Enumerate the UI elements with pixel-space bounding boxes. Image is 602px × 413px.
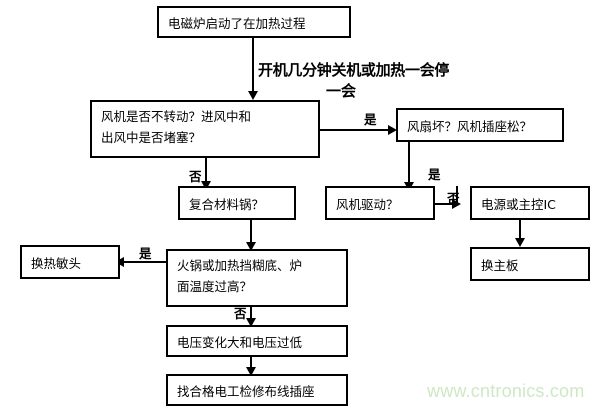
edge-label-fan-drive-yes: 是 bbox=[428, 167, 441, 182]
headline-symptom-line2: 一会 bbox=[326, 82, 357, 100]
node-start: 电磁炉启动了在加热过程 bbox=[157, 6, 351, 38]
node-fan-broken: 风扇坏？风机插座松？ bbox=[396, 108, 564, 142]
edge-fan-check-yes bbox=[320, 129, 393, 131]
edge-label-overheat-yes: 是 bbox=[139, 246, 152, 261]
edge-fan-drive-no bbox=[435, 203, 458, 205]
node-fan-check: 风机是否不转动？进风中和 出风中是否堵塞？ bbox=[90, 100, 320, 158]
edge-overheat-no bbox=[250, 307, 252, 324]
edge-fan-broken-to-fan-drive bbox=[408, 142, 410, 186]
arrow-fan-check-no bbox=[201, 181, 211, 190]
node-thermistor: 换热敏头 bbox=[20, 245, 120, 279]
node-fan-drive: 风机驱动？ bbox=[325, 186, 435, 220]
edge-voltage-to-electrician bbox=[250, 357, 252, 373]
edge-start-to-fan-check bbox=[252, 38, 254, 92]
edge-power-ic-to-mainboard bbox=[519, 220, 521, 244]
arrow-power-ic-to-mainboard bbox=[515, 238, 525, 247]
edge-label-fan-drive-no: 否 bbox=[447, 191, 460, 206]
edge-pot-to-overheat bbox=[250, 220, 252, 248]
node-electrician: 找合格电工检修布线插座 bbox=[166, 374, 348, 406]
node-overheat: 火锅或加热挡糊底、炉 面温度过高？ bbox=[166, 249, 348, 307]
arrow-start-to-fan-check bbox=[248, 91, 258, 100]
edge-fan-check-no bbox=[205, 158, 207, 185]
edge-label-overheat-no: 否 bbox=[234, 306, 247, 321]
arrow-voltage-to-electrician bbox=[246, 367, 256, 376]
arrow-pot-to-overheat bbox=[246, 242, 256, 251]
edge-overheat-yes bbox=[119, 261, 167, 263]
headline-symptom: 开机几分钟关机或加热一会停 bbox=[258, 61, 450, 79]
edge-label-fan-check-no: 否 bbox=[189, 169, 202, 184]
node-mainboard: 换主板 bbox=[470, 247, 590, 281]
arrow-fan-drive-no bbox=[452, 199, 461, 209]
edge-label-fan-check-yes: 是 bbox=[364, 112, 377, 127]
node-power-ic: 电源或主控IC bbox=[470, 186, 590, 220]
edge-fan-drive-no-vert bbox=[456, 186, 458, 205]
node-pot: 复合材料锅？ bbox=[178, 186, 296, 220]
watermark-text: www.cntronics.com bbox=[427, 381, 585, 401]
arrow-fan-check-yes bbox=[388, 125, 397, 135]
arrow-overheat-no bbox=[246, 318, 256, 327]
node-voltage: 电压变化大和电压过低 bbox=[166, 325, 348, 357]
